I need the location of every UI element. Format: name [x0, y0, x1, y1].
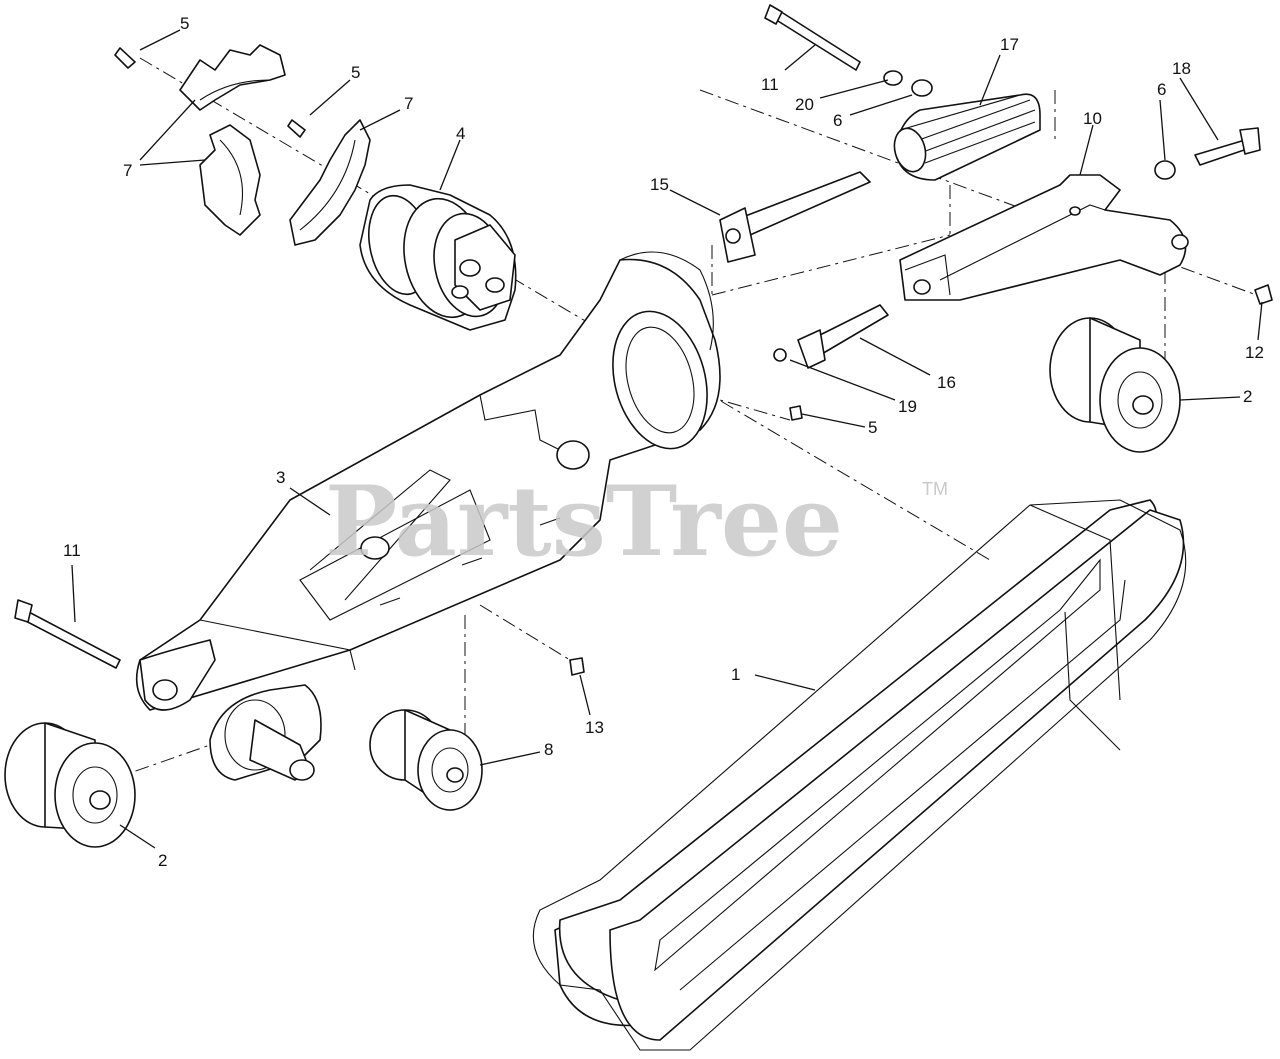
track-frame[interactable] — [135, 251, 722, 781]
callout-2: 2 — [1243, 387, 1252, 406]
callout-17: 17 — [1000, 35, 1019, 54]
idler-wheel-right[interactable] — [1049, 317, 1181, 453]
idler-wheel-left[interactable] — [4, 722, 136, 848]
callout-19: 19 — [898, 397, 917, 416]
leader-lines — [71, 29, 1263, 849]
callout-7: 7 — [123, 161, 132, 180]
hardware[interactable] — [14, 4, 1273, 676]
callout-5: 5 — [351, 63, 360, 82]
callout-11: 11 — [761, 75, 779, 94]
watermark-brand: PartsTree — [325, 465, 843, 578]
callout-4: 4 — [456, 124, 465, 143]
idler-arm[interactable] — [899, 174, 1189, 301]
rubber-track[interactable] — [532, 499, 1187, 1051]
callout-6: 6 — [1157, 80, 1166, 99]
callout-20: 20 — [795, 95, 814, 114]
callout-5: 5 — [180, 14, 189, 33]
idler-pin[interactable] — [797, 304, 889, 369]
callout-18: 18 — [1172, 59, 1191, 78]
callout-5: 5 — [868, 418, 877, 437]
callout-12: 12 — [1245, 343, 1264, 362]
bogie-wheel[interactable] — [369, 709, 483, 811]
watermark-trademark: TM — [922, 479, 948, 499]
callout-16: 16 — [937, 373, 956, 392]
callout-1: 1 — [731, 665, 740, 684]
callout-11: 11 — [63, 541, 81, 560]
callout-10: 10 — [1083, 109, 1102, 128]
callout-8: 8 — [544, 740, 553, 759]
callout-3: 3 — [276, 468, 285, 487]
callout-numbers: 5 5 7 7 4 11 20 6 17 18 6 10 15 12 2 16 … — [63, 14, 1264, 870]
sprocket-segments[interactable] — [179, 44, 371, 246]
snap-ring[interactable] — [773, 348, 787, 362]
callout-6: 6 — [833, 111, 842, 130]
tension-spring[interactable] — [890, 93, 1041, 181]
callout-7: 7 — [404, 94, 413, 113]
callout-15: 15 — [650, 175, 669, 194]
callout-2: 2 — [158, 851, 167, 870]
spring-rod[interactable] — [719, 171, 871, 263]
callout-13: 13 — [585, 718, 604, 737]
drive-motor[interactable] — [359, 184, 517, 331]
